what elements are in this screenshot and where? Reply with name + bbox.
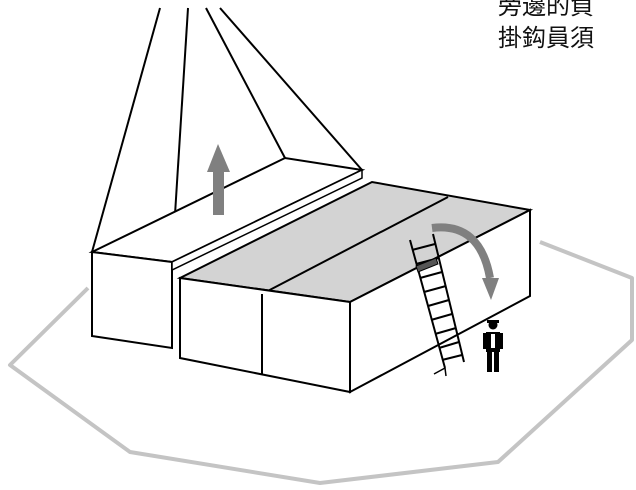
lifted-block: [88, 156, 366, 350]
safety-zone-boundary: [8, 240, 634, 485]
curved-arrow-icon: [431, 223, 499, 300]
up-arrow-icon: [207, 144, 230, 215]
worker-icon: [483, 320, 503, 372]
ladder-icon: [409, 233, 465, 377]
lifted-block-front: [91, 250, 173, 350]
lifted-block-side: [171, 168, 363, 272]
caption-line-2: 掛鈎員須: [498, 24, 594, 52]
caption-text: 旁邊的負 掛鈎員須: [498, 0, 636, 54]
caption-line-1: 旁邊的負: [498, 0, 594, 20]
